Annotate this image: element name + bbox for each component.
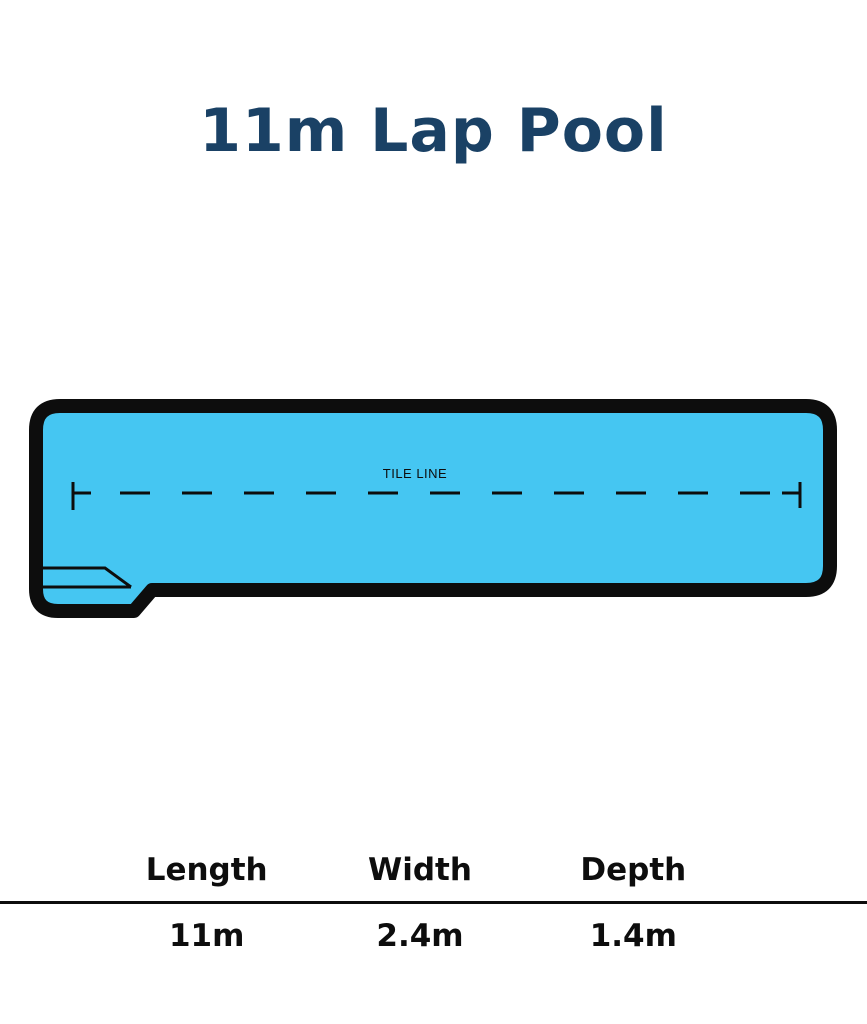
entry-step-upper-edge [43,566,132,589]
spec-header-length: Length [145,852,268,888]
spec-header-width: Width [368,852,472,888]
tile-line-label: TILE LINE [383,466,447,481]
spec-value-width: 2.4m [376,918,464,954]
spec-value-row: 11m 2.4m 1.4m [100,918,740,954]
spec-header-row: Length Width Depth [100,852,740,888]
spec-header-depth: Depth [580,852,687,888]
page-title: 11m Lap Pool [199,96,668,166]
spec-divider-line [0,901,867,904]
spec-value-length: 11m [168,918,245,954]
spec-value-depth: 1.4m [589,918,677,954]
tile-line [71,482,802,510]
pool-outline [29,399,837,618]
